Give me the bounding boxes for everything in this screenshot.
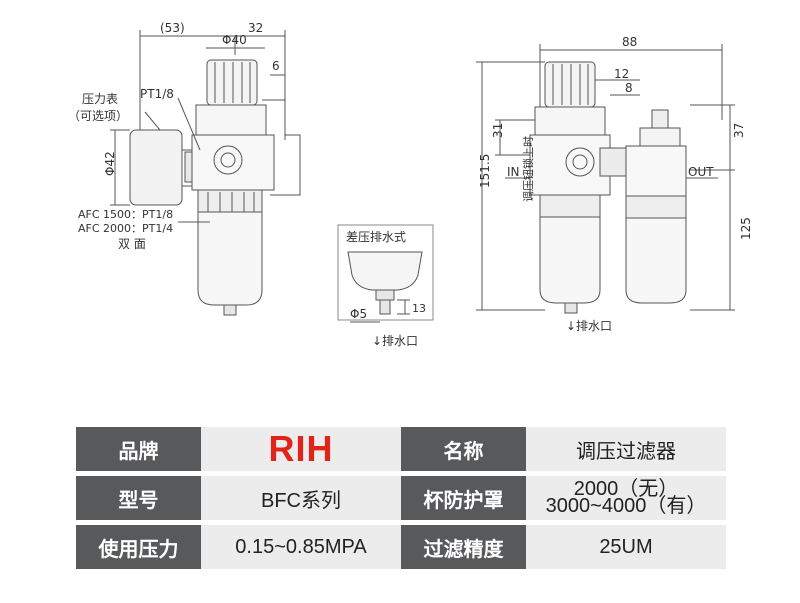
dim-phi40: Φ40 <box>222 33 247 47</box>
model-label: 型号 <box>76 476 201 520</box>
drain-view <box>337 224 434 323</box>
dim-13: 13 <box>412 302 426 315</box>
name-label: 名称 <box>401 427 526 471</box>
dim-8: 8 <box>625 81 633 95</box>
precision-label: 过滤精度 <box>401 525 526 569</box>
dim-151-5: 151.5 <box>478 154 492 188</box>
label-afc2000: AFC 2000：PT1/4 <box>78 222 173 235</box>
brand-label: 品牌 <box>76 427 201 471</box>
drain-outlet: ↓排水口 <box>372 334 418 348</box>
dim-phi42: Φ42 <box>103 151 117 176</box>
label-gauge: 压力表 <box>82 92 118 106</box>
right-view <box>476 44 735 314</box>
dim-125: 125 <box>739 217 753 240</box>
table-row: 使用压力 0.15~0.85MPA 过滤精度 25UM <box>76 525 726 569</box>
name-value: 调压过滤器 <box>526 427 726 471</box>
spec-table: 品牌 RIH 名称 调压过滤器 型号 BFC系列 杯防护罩 2000（无） 30… <box>76 422 726 574</box>
dim-phi5: Φ5 <box>350 307 367 321</box>
bowl-label: 杯防护罩 <box>401 476 526 520</box>
precision-value: 25UM <box>526 525 726 569</box>
label-out: OUT <box>688 165 714 179</box>
table-row: 品牌 RIH 名称 调压过滤器 <box>76 427 726 471</box>
dim-12: 12 <box>614 67 629 81</box>
dim-32: 32 <box>248 21 263 35</box>
left-view <box>110 30 301 316</box>
bowl-value: 2000（无） 3000~4000（有） <box>526 476 726 520</box>
label-double-sided: 双 面 <box>118 237 146 251</box>
dim-31: 31 <box>491 123 505 138</box>
bowl-value-2: 3000~4000（有） <box>545 495 707 517</box>
dim-88: 88 <box>622 35 637 49</box>
dim-6: 6 <box>272 59 280 73</box>
label-afc1500: AFC 1500：PT1/8 <box>78 208 173 221</box>
label-knob-locked: 调压钮锁上时 <box>521 136 535 202</box>
dim-53: (53) <box>160 21 185 35</box>
table-row: 型号 BFC系列 杯防护罩 2000（无） 3000~4000（有） <box>76 476 726 520</box>
dim-37: 37 <box>732 123 746 138</box>
right-drain-outlet: ↓排水口 <box>566 319 612 333</box>
label-optional: （可选项） <box>68 109 128 123</box>
model-value: BFC系列 <box>201 476 401 520</box>
brand-logo: RIH <box>268 428 334 469</box>
pressure-label: 使用压力 <box>76 525 201 569</box>
label-pt18: PT1/8 <box>140 87 174 101</box>
technical-drawing: (53) 32 Φ40 6 Φ42 PT1/8 压力表 （可选项） AFC 15… <box>68 21 753 348</box>
bowl-value-1: 2000（无） <box>573 478 679 500</box>
pressure-value: 0.15~0.85MPA <box>201 525 401 569</box>
drain-title: 差压排水式 <box>346 230 406 244</box>
label-in: IN <box>507 165 520 179</box>
